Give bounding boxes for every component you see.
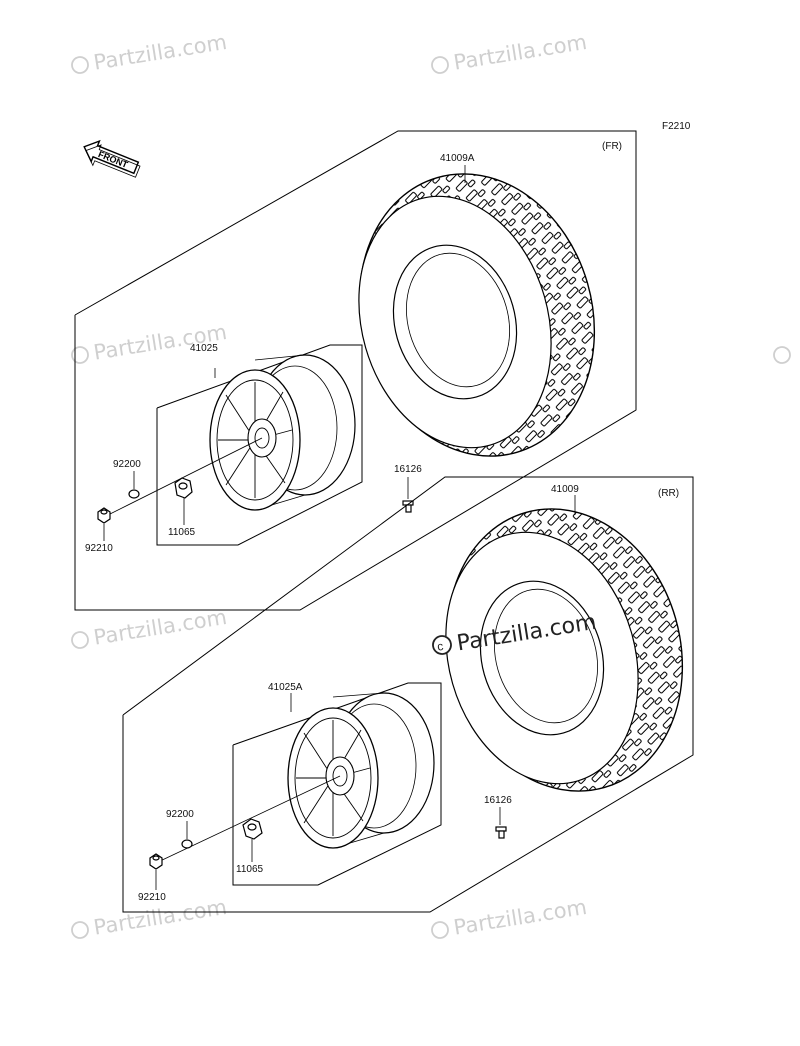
rear-nut-label: 92210 (138, 892, 166, 903)
rear-wheel-label: 41025A (268, 682, 303, 693)
svg-text:Partzilla.com: Partzilla.com (452, 895, 588, 940)
watermark: Partzilla.com (71, 30, 228, 75)
front-wheel (209, 354, 356, 511)
rear-tire-label: 41009 (551, 484, 579, 495)
front-section-border (74, 130, 637, 611)
watermark: Partzilla.com (431, 895, 588, 940)
rear-washer (181, 839, 193, 849)
front-tire-label: 41009A (440, 153, 475, 164)
front-washer (128, 489, 140, 499)
front-valve-label: 16126 (394, 464, 422, 475)
watermark: Partzilla.com (431, 30, 588, 75)
rear-wheel (287, 692, 435, 849)
svg-text:Partzilla.com: Partzilla.com (92, 30, 228, 75)
front-washer-label: 92200 (113, 459, 141, 470)
rear-cap-nut-label: 11065 (236, 864, 264, 875)
rear-section-border (122, 476, 694, 913)
watermark: Partzilla.com (71, 605, 228, 650)
front-tire (358, 173, 596, 457)
watermark (773, 346, 791, 364)
figure-code: F2210 (662, 121, 691, 132)
front-nut (97, 507, 111, 524)
rear-nut (149, 853, 163, 870)
svg-text:Partzilla.com: Partzilla.com (452, 30, 588, 75)
rear-section-tag: (RR) (658, 488, 679, 499)
front-wheel-label: 41025 (190, 343, 218, 354)
svg-text:c: c (436, 639, 444, 654)
front-valve (402, 500, 414, 513)
front-nut-label: 92210 (85, 543, 113, 554)
svg-text:Partzilla.com: Partzilla.com (92, 605, 228, 650)
front-cap-nut-label: 11065 (168, 527, 196, 538)
rear-cap-nut (242, 818, 263, 840)
front-section-tag: (FR) (602, 141, 622, 152)
front-direction-arrow-icon: FRONT (83, 139, 141, 178)
front-cap-nut (174, 477, 193, 499)
rear-tire (445, 508, 684, 792)
rear-valve (495, 826, 507, 839)
rear-washer-label: 92200 (166, 809, 194, 820)
rear-valve-label: 16126 (484, 795, 512, 806)
front-wheel-frame (156, 344, 363, 546)
rear-wheel-frame (232, 682, 442, 886)
